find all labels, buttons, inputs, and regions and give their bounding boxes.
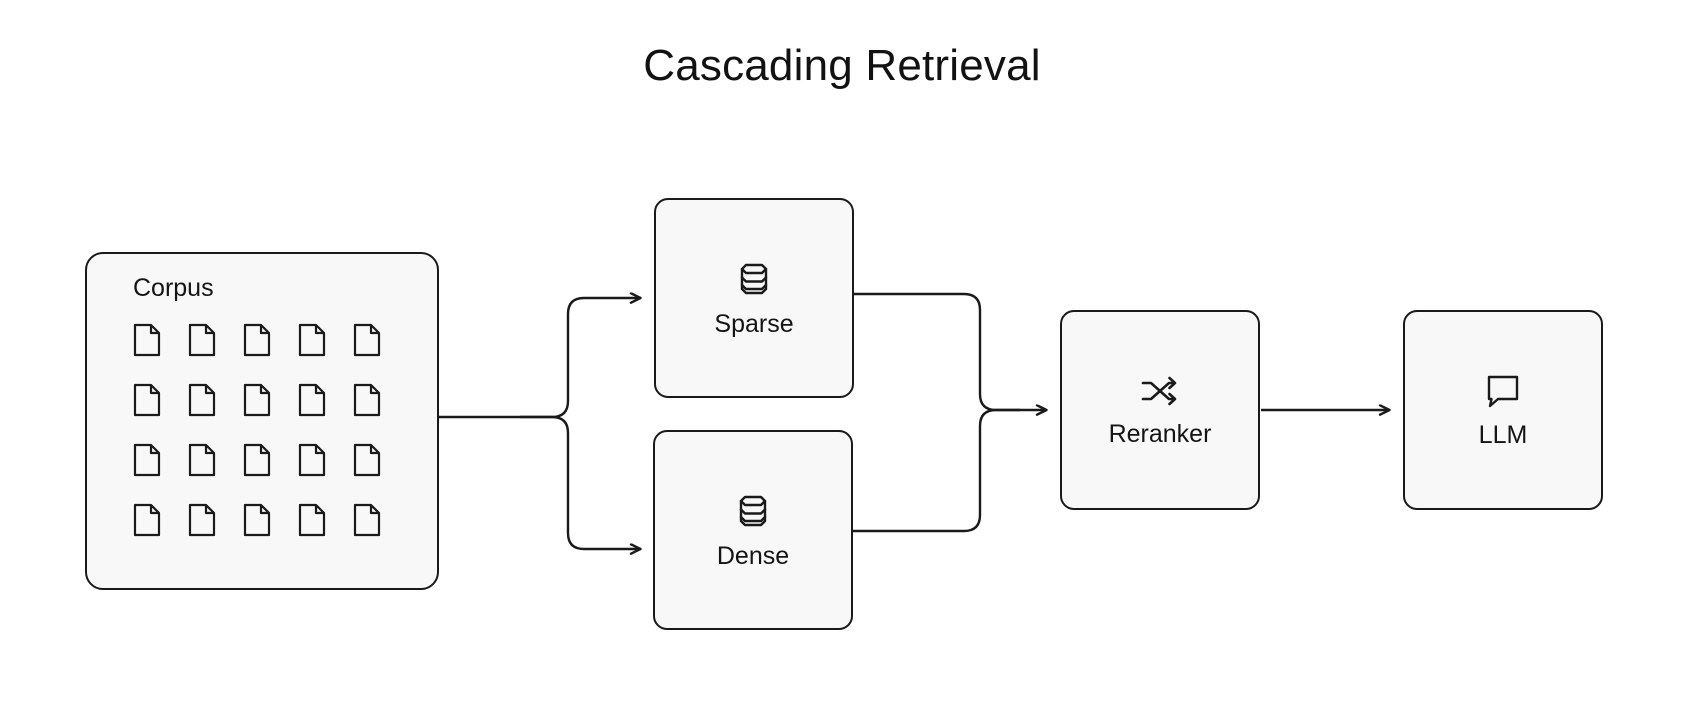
document-icon xyxy=(133,383,188,443)
document-icon xyxy=(243,323,298,383)
message-bubble-icon xyxy=(1485,373,1521,409)
corpus-label: Corpus xyxy=(133,274,214,302)
node-dense[interactable]: Dense xyxy=(653,430,853,630)
document-icon xyxy=(188,503,243,563)
document-icon xyxy=(298,383,353,443)
document-icon xyxy=(188,383,243,443)
document-icon xyxy=(353,323,408,383)
document-icon xyxy=(133,323,188,383)
document-icon xyxy=(188,323,243,383)
shuffle-icon xyxy=(1141,374,1179,408)
edge-dense-to-reranker xyxy=(853,408,1020,533)
node-llm[interactable]: LLM xyxy=(1403,310,1603,510)
document-icon xyxy=(133,503,188,563)
document-icon xyxy=(243,443,298,503)
document-icon xyxy=(298,323,353,383)
document-icon xyxy=(188,443,243,503)
edge-corpus-to-dense xyxy=(520,415,640,549)
database-icon xyxy=(737,260,771,298)
edge-sparse-to-reranker xyxy=(854,292,1046,410)
document-icon xyxy=(243,503,298,563)
document-icon xyxy=(298,443,353,503)
dense-label: Dense xyxy=(716,541,790,570)
document-icon xyxy=(243,383,298,443)
reranker-label: Reranker xyxy=(1108,419,1212,448)
edge-corpus-to-sparse xyxy=(439,298,640,419)
corpus-document-grid xyxy=(133,323,408,563)
sparse-label: Sparse xyxy=(714,309,794,338)
document-icon xyxy=(298,503,353,563)
page-title: Cascading Retrieval xyxy=(643,41,1041,90)
document-icon xyxy=(353,503,408,563)
document-icon xyxy=(353,383,408,443)
node-reranker[interactable]: Reranker xyxy=(1060,310,1260,510)
llm-label: LLM xyxy=(1478,420,1528,449)
document-icon xyxy=(133,443,188,503)
database-icon xyxy=(736,492,770,530)
node-sparse[interactable]: Sparse xyxy=(654,198,854,398)
node-corpus[interactable]: Corpus xyxy=(85,252,439,590)
document-icon xyxy=(353,443,408,503)
